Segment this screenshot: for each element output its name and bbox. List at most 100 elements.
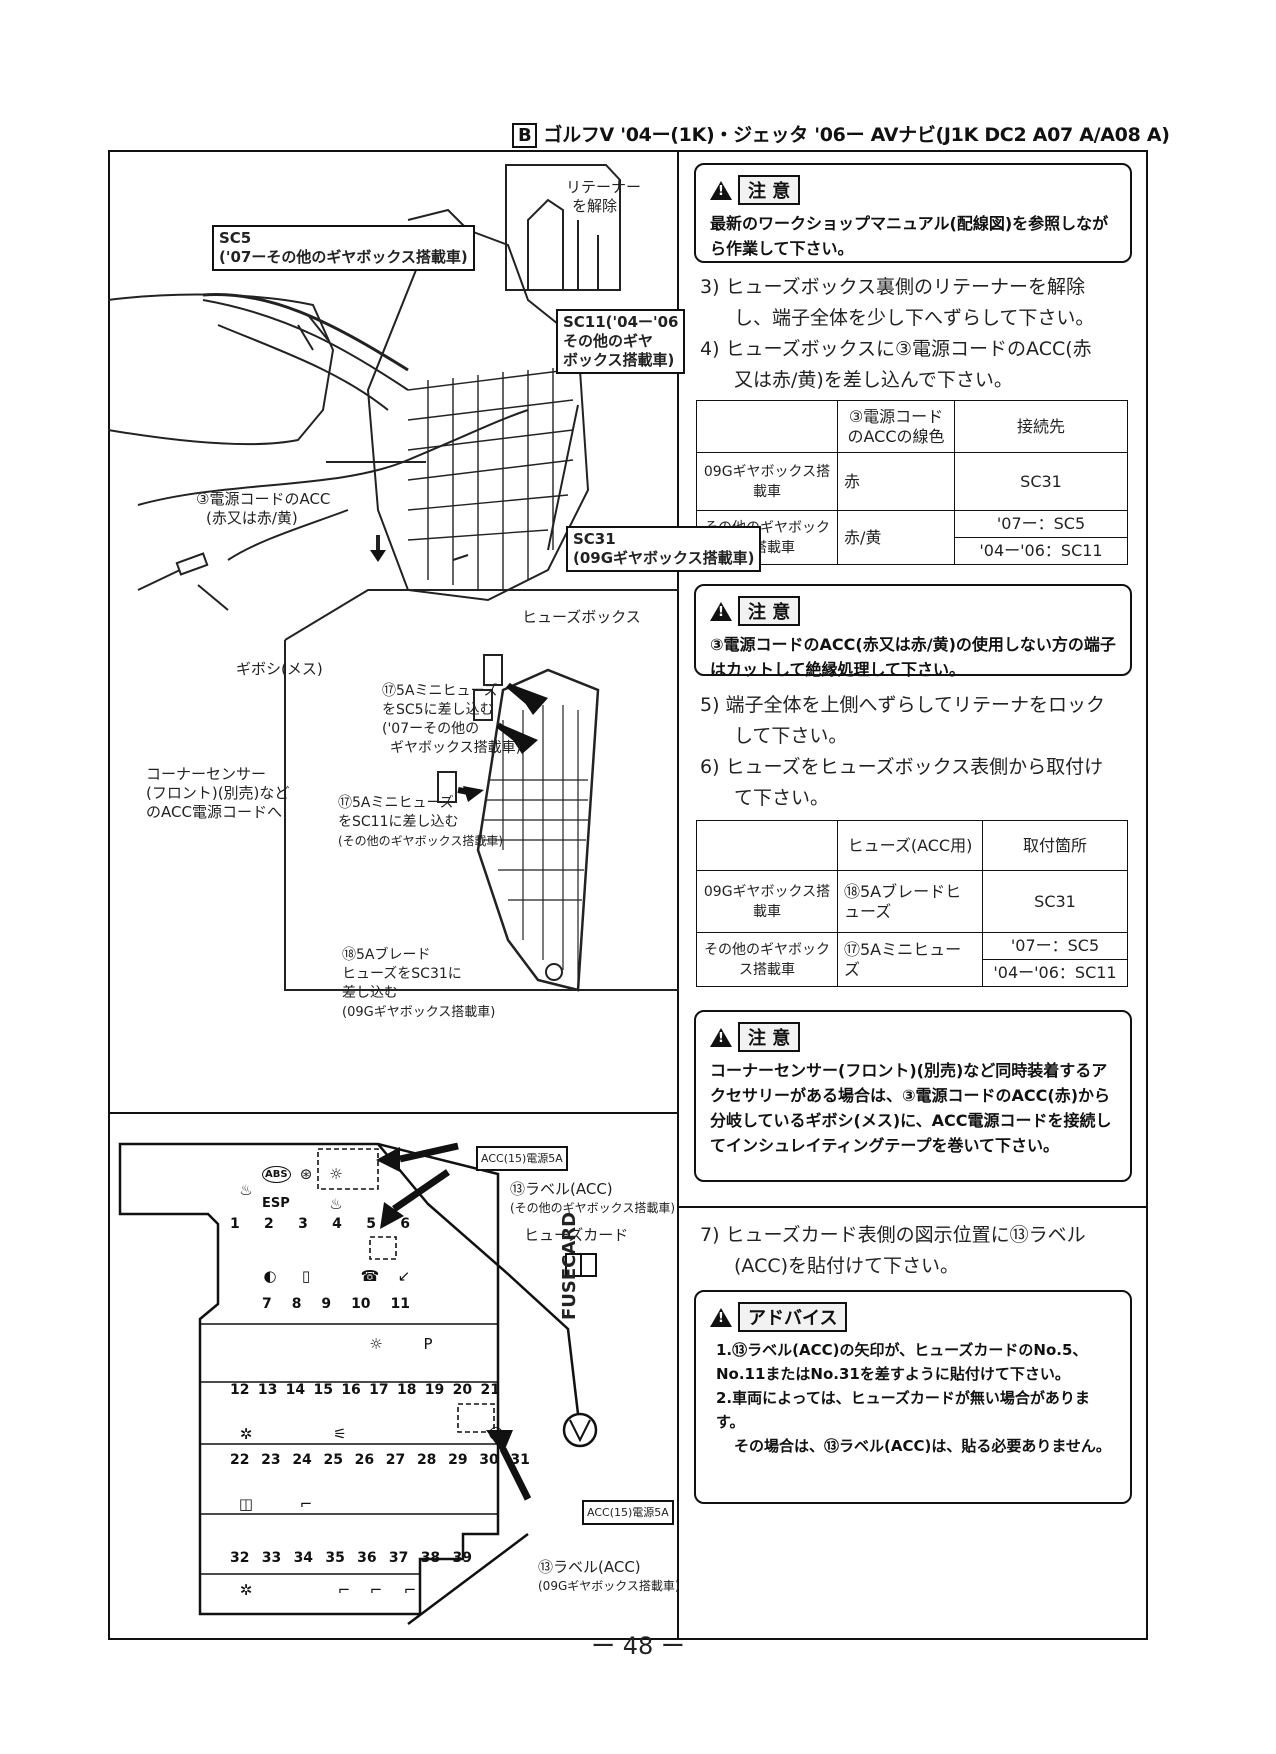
caution-text: 最新のワークショップマニュアル(配線図)を参照しながら作業して下さい。 xyxy=(710,214,1109,258)
table1-header-target: 接続先 xyxy=(954,400,1128,453)
mini-fuse-sc5-label: ⑰5Aミニヒューズ をSC5に差し込む ('07ーその他の ギヤボックス搭載車) xyxy=(382,683,522,756)
fan-icon: ✲ xyxy=(239,1425,253,1443)
caution-box-3: 注 意 コーナーセンサー(フロント)(別売)など同時装着するアクセサリーがある場… xyxy=(694,1010,1132,1182)
fuse-number: 14 xyxy=(285,1382,306,1398)
seat-icon: ⌐ xyxy=(369,1581,383,1599)
caution-box-1: 注 意 最新のワークショップマニュアル(配線図)を参照しながら作業して下さい。 xyxy=(694,163,1132,263)
fuse-number: 22 xyxy=(230,1452,250,1468)
fuse-number: 29 xyxy=(448,1452,468,1468)
fuse-number: 26 xyxy=(354,1452,375,1468)
corner-sensor-label: コーナーセンサー (フロント)(別売)など のACC電源コードへ xyxy=(146,765,290,821)
caution-box-2: 注 意 ③電源コードのACC(赤又は赤/黄)の使用しない方の端子はカットして絶縁… xyxy=(694,584,1132,679)
wiper-icon: ↙ xyxy=(397,1267,411,1285)
seat-icon: ⌐ xyxy=(337,1581,351,1599)
seat-heater-icon: ♨ xyxy=(329,1195,343,1213)
fuse-number: 32 xyxy=(230,1550,250,1566)
seat-icon: ⌐ xyxy=(299,1495,313,1513)
fuse-number: 27 xyxy=(385,1452,406,1468)
fuse-number: 1 xyxy=(230,1216,240,1232)
fuse-number: 33 xyxy=(261,1550,282,1566)
steering-icon: ⊛ xyxy=(299,1165,313,1183)
fuse-number: 10 xyxy=(351,1296,371,1312)
seat-icon: ⌐ xyxy=(403,1581,417,1599)
acc-tag-bottom: ACC(15)電源5A xyxy=(582,1500,674,1525)
fuse-number: 37 xyxy=(388,1550,409,1566)
blade-fuse-sc31-label: ⑱5Aブレード ヒューズをSC31に 差し込む (09Gギヤボックス搭載車) xyxy=(342,947,496,1020)
warning-icon xyxy=(710,1307,732,1327)
fusebox-label: ヒューズボックス xyxy=(522,608,641,626)
fuse-number: 36 xyxy=(357,1550,377,1566)
fuse-number: 38 xyxy=(420,1550,441,1566)
light-icon: ▯ xyxy=(301,1267,311,1285)
rear-defrost-icon: ⚟ xyxy=(333,1425,347,1443)
headlight-icon: ◐ xyxy=(263,1267,277,1285)
fuse-number: 24 xyxy=(292,1452,312,1468)
header-title: ゴルフV '04ー(1K)・ジェッタ '06ー AVナビ(J1K DC2 A07… xyxy=(543,124,1170,146)
fuse-row-5: 32 33 34 35 36 37 38 39 xyxy=(230,1550,472,1566)
fusebox-illustration xyxy=(108,164,679,992)
fuse-install-table: ヒューズ(ACC用) 取付箇所 09Gギヤボックス搭載車 ⑱5Aブレードヒューズ… xyxy=(696,820,1128,987)
fuse-number: 12 xyxy=(230,1382,250,1398)
fuse-number: 13 xyxy=(257,1382,278,1398)
fan-icon: ✲ xyxy=(239,1581,253,1599)
fuse-number: 23 xyxy=(261,1452,281,1468)
fuse-number: 39 xyxy=(452,1550,472,1566)
acc-connection-table: ③電源コードのACCの線色 接続先 09Gギヤボックス搭載車 赤 SC31 その… xyxy=(696,400,1128,565)
advice-label: アドバイス xyxy=(738,1302,848,1332)
acc-tag-top: ACC(15)電源5A xyxy=(476,1146,568,1171)
right-frame xyxy=(677,150,1148,1640)
label13-09g: ⑬ラベル(ACC) (09Gギヤボックス搭載車) xyxy=(538,1558,680,1593)
fuse-number: 16 xyxy=(341,1382,361,1398)
fuse-number: 3 xyxy=(298,1216,308,1232)
fuse-number: 34 xyxy=(293,1550,314,1566)
parking-icon: P xyxy=(423,1335,433,1353)
fuse-number: 17 xyxy=(369,1382,389,1398)
sun-icon: ☼ xyxy=(329,1165,343,1183)
warning-icon xyxy=(710,1027,732,1047)
fuse-number: 31 xyxy=(510,1452,530,1468)
acc-cord-label: ③電源コードのACC (赤又は赤/黄) xyxy=(196,490,331,527)
esp-label: ESP xyxy=(262,1196,290,1211)
page-number: ー 48 ー xyxy=(591,1632,685,1660)
advice-box: アドバイス 1.⑬ラベル(ACC)の矢印が、ヒューズカードのNo.5、No.11… xyxy=(694,1290,1132,1504)
left-divider xyxy=(108,1112,679,1114)
fusecard-illustration xyxy=(118,1142,598,1625)
warning-icon xyxy=(710,601,732,621)
step-5: 5) 端子全体を上側へずらしてリテーナをロック して下さい。 xyxy=(700,694,1105,747)
fuse-number: 18 xyxy=(396,1382,417,1398)
fuse-number: 28 xyxy=(416,1452,437,1468)
fuse-number: 25 xyxy=(323,1452,343,1468)
table1-header-color: ③電源コードのACCの線色 xyxy=(837,400,955,453)
airbag-icon: ☺ xyxy=(488,1425,504,1443)
fuse-number: 4 xyxy=(332,1216,342,1232)
fusecard-label: ヒューズカード xyxy=(524,1226,629,1244)
fuse-number: 7 xyxy=(262,1296,272,1312)
sun-icon: ☼ xyxy=(369,1335,383,1353)
fuse-number: 19 xyxy=(424,1382,445,1398)
step-6: 6) ヒューズをヒューズボックス表側から取付け て下さい。 xyxy=(700,756,1104,809)
sc11-callout: SC11('04ー'06 その他のギヤ ボックス搭載車) xyxy=(556,309,686,374)
fuse-number: 20 xyxy=(452,1382,473,1398)
mini-fuse-sc11-label: ⑰5Aミニヒューズ をSC11に差し込む (その他のギヤボックス搭載車) xyxy=(338,795,504,848)
fuse-number: 15 xyxy=(313,1382,333,1398)
gibosi-label: ギボシ(メス) xyxy=(236,660,323,678)
section-letter: B xyxy=(512,123,538,148)
fuse-number: 9 xyxy=(321,1296,332,1312)
fuse-number: 21 xyxy=(480,1382,500,1398)
abs-label: ABS xyxy=(262,1166,291,1183)
window-icon: ◫ xyxy=(238,1495,254,1513)
fuse-number: 2 xyxy=(264,1216,274,1232)
step-7: 7) ヒューズカード表側の図示位置に⑬ラベル (ACC)を貼付けて下さい。 xyxy=(700,1224,1086,1277)
step-4: 4) ヒューズボックスに③電源コードのACC(赤 又は赤/黄)を差し込んで下さい… xyxy=(700,338,1092,391)
horn-icon: ☎ xyxy=(360,1267,380,1285)
fuse-number: 35 xyxy=(325,1550,345,1566)
fuse-icon: ♨ xyxy=(239,1181,253,1199)
fuse-number: 11 xyxy=(390,1296,410,1312)
sc31-callout: SC31 (09Gギヤボックス搭載車) xyxy=(566,526,762,572)
warning-icon xyxy=(710,180,732,200)
right-divider xyxy=(677,1206,1148,1208)
